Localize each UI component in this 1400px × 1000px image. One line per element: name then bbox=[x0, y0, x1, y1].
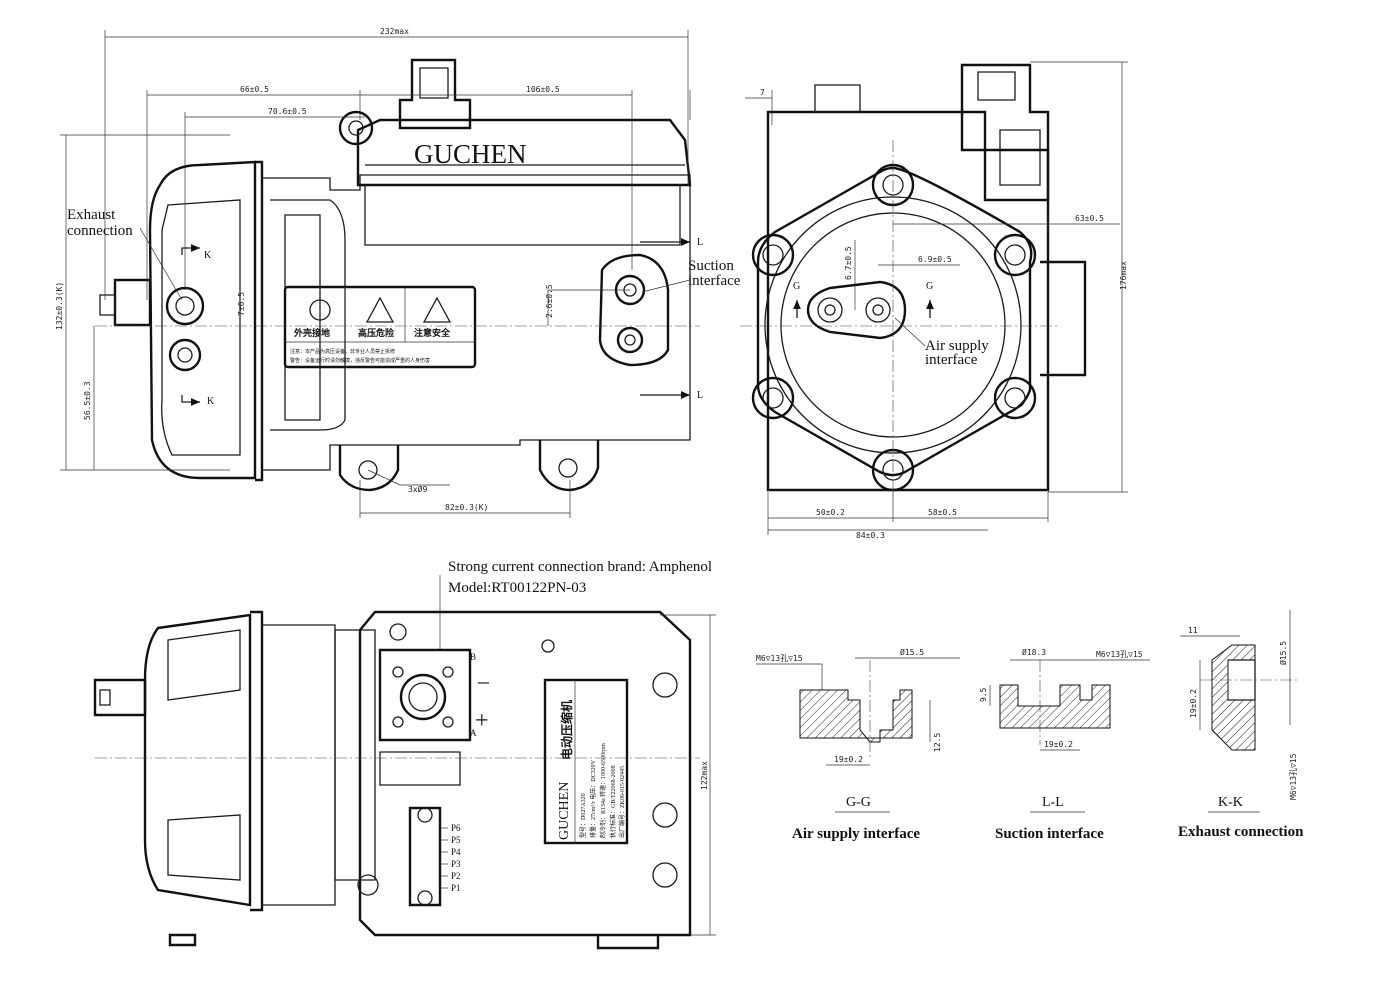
section-mark-l-bottom: L bbox=[697, 390, 703, 401]
strong-current-brand: Strong current connection brand: Ampheno… bbox=[448, 559, 712, 575]
ground-icon bbox=[309, 299, 331, 321]
top-view: GUCHEN 电动压缩机 型号：D027A320 排量：27cm³/r 电压：D… bbox=[93, 559, 716, 950]
nameplate-line-3: 制冷剂：R134a 转速：1000-6500rpm bbox=[599, 743, 607, 838]
ll-thread: M6▽13孔▽15 bbox=[1096, 650, 1143, 659]
connector-pin-p3: P3 bbox=[451, 859, 461, 869]
air-supply-callout-line1: Air supply bbox=[925, 338, 989, 354]
nameplate-line-2: 排量：27cm³/r 电压：DC320V bbox=[589, 759, 597, 838]
warning-note-2: 警告：设备运行时请勿触摸，违反警告可能造成严重的人身伤害 bbox=[290, 357, 430, 364]
section-kk: 11 Ø15.5 19±0.2 M6▽13孔▽15 K-K Exhaust co… bbox=[1178, 610, 1304, 840]
ll-width: 19±0.2 bbox=[1044, 740, 1073, 749]
signal-connector bbox=[408, 806, 442, 907]
section-mark-l-top: L bbox=[697, 237, 703, 248]
connector-minus: – bbox=[477, 668, 490, 693]
exhaust-callout-line1: Exhaust bbox=[67, 207, 116, 223]
dim-overall-length: 232max bbox=[380, 27, 409, 36]
section-gg: M6▽13孔▽15 Ø15.5 19±0.2 12.5 G-G Air supp… bbox=[756, 647, 960, 842]
connector-pin-a: A bbox=[470, 728, 477, 738]
dim-82: 82±0.3(K) bbox=[445, 503, 488, 512]
dim-176: 176max bbox=[1119, 261, 1128, 290]
dim-63: 63±0.5 bbox=[1075, 214, 1104, 223]
gg-thread: M6▽13孔▽15 bbox=[756, 654, 803, 663]
connector-plus: + bbox=[475, 708, 489, 734]
dim-2-6: 2.6±0.5 bbox=[545, 284, 554, 318]
ll-mark: L-L bbox=[1042, 795, 1064, 810]
gg-diameter: Ø15.5 bbox=[900, 647, 924, 657]
kk-diameter: Ø15.5 bbox=[1278, 641, 1288, 665]
section-mark-g-left: G bbox=[793, 281, 800, 292]
ll-depth: 9.5 bbox=[979, 687, 988, 702]
dim-7-top: 7 bbox=[760, 88, 765, 97]
dim-132: 132±0.3(K) bbox=[55, 282, 64, 330]
dim-84: 84±0.3 bbox=[856, 531, 885, 540]
connector-pin-p2: P2 bbox=[451, 871, 461, 881]
side-view: GUCHEN 外壳接地 高压危险 注意安全 注意：本产 bbox=[55, 27, 741, 518]
high-voltage-icon bbox=[365, 296, 395, 323]
gg-caption: Air supply interface bbox=[792, 826, 920, 842]
nameplate-line-1: 型号：D027A320 bbox=[579, 793, 587, 838]
nameplate-brand: GUCHEN bbox=[557, 782, 572, 840]
connector-pin-p5: P5 bbox=[451, 835, 461, 845]
suction-callout-line1: Suction bbox=[688, 258, 734, 274]
warning-label: 外壳接地 高压危险 注意安全 注意：本产品为高压设备，非专业人员禁止拆修 警告：… bbox=[283, 285, 477, 369]
dim-7: 7±0.5 bbox=[237, 292, 246, 316]
dim-106: 106±0.5 bbox=[526, 85, 560, 94]
exhaust-callout-line2: connection bbox=[67, 223, 133, 239]
warning-item-safety: 注意安全 bbox=[414, 327, 451, 338]
dim-6-9: 6.9±0.5 bbox=[918, 255, 952, 264]
caution-icon bbox=[422, 296, 452, 323]
ll-diameter: Ø18.3 bbox=[1022, 647, 1046, 657]
connector-pin-b: B bbox=[470, 652, 476, 662]
power-connector-icon bbox=[399, 673, 447, 721]
nameplate: GUCHEN 电动压缩机 型号：D027A320 排量：27cm³/r 电压：D… bbox=[543, 678, 629, 845]
dim-70-6: 70.6±0.5 bbox=[268, 107, 307, 116]
suction-callout-line2: interface bbox=[688, 273, 741, 289]
section-mark-g-right: G bbox=[926, 281, 933, 292]
connector-pin-p4: P4 bbox=[451, 847, 461, 857]
section-mark-k-bottom: K bbox=[207, 396, 215, 407]
gg-width: 19±0.2 bbox=[834, 755, 863, 764]
ll-caption: Suction interface bbox=[995, 826, 1104, 842]
dim-66: 66±0.5 bbox=[240, 85, 269, 94]
kk-width: 19±0.2 bbox=[1189, 689, 1198, 718]
dim-58: 58±0.5 bbox=[928, 508, 957, 517]
connector-pin-p1: P1 bbox=[451, 883, 461, 893]
kk-caption: Exhaust connection bbox=[1178, 824, 1304, 840]
kk-depth: 11 bbox=[1188, 626, 1198, 635]
kk-thread: M6▽13孔▽15 bbox=[1289, 753, 1298, 800]
section-ll: Ø18.3 M6▽13孔▽15 19±0.2 9.5 L-L Suction i… bbox=[979, 647, 1150, 842]
dim-56-5: 56.5±0.3 bbox=[83, 381, 92, 420]
dim-6-7: 6.7±0.5 bbox=[844, 246, 853, 280]
gg-mark: G-G bbox=[846, 795, 871, 810]
dim-50: 50±0.2 bbox=[816, 508, 845, 517]
dim-holes: 3xØ9 bbox=[408, 484, 427, 494]
warning-item-high-voltage: 高压危险 bbox=[358, 327, 395, 338]
warning-item-ground: 外壳接地 bbox=[293, 327, 330, 338]
nameplate-title: 电动压缩机 bbox=[559, 700, 574, 760]
gg-depth: 12.5 bbox=[933, 733, 942, 752]
brand-name: GUCHEN bbox=[414, 139, 527, 169]
connector-model: Model:RT00122PN-03 bbox=[448, 580, 586, 596]
connector-pin-p6: P6 bbox=[451, 823, 461, 833]
end-view: G G 7 63±0.5 6.9±0.5 6.7±0.5 176max 50±0… bbox=[740, 61, 1128, 540]
section-mark-k-top: K bbox=[204, 250, 212, 261]
nameplate-line-5: 出厂编号：ZK06-015-02445 bbox=[618, 766, 626, 838]
dim-122: 122max bbox=[700, 761, 709, 790]
kk-mark: K-K bbox=[1218, 795, 1243, 810]
warning-note-1: 注意：本产品为高压设备，非专业人员禁止拆修 bbox=[290, 348, 395, 355]
air-supply-callout-line2: interface bbox=[925, 352, 978, 368]
nameplate-line-4: 执行标准：GB/T22068-2008 bbox=[609, 765, 617, 838]
